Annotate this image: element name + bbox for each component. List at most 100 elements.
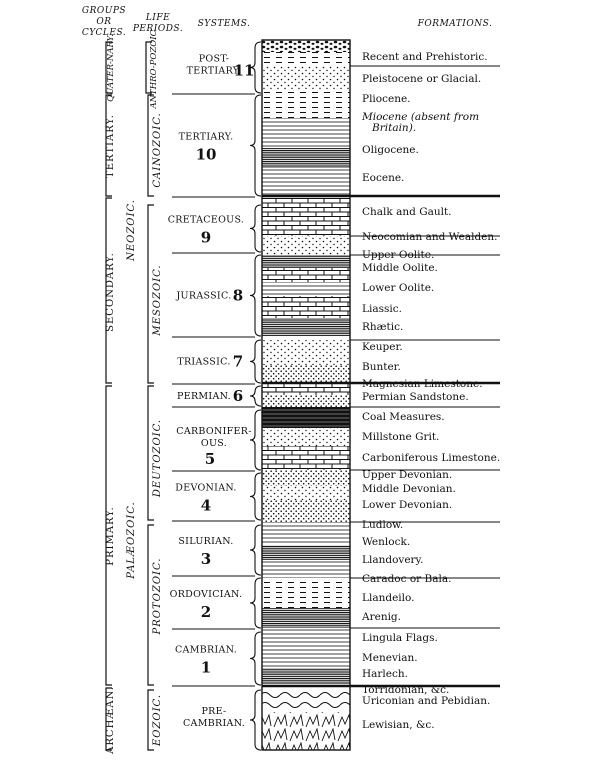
header-formations: FORMATIONS.	[417, 19, 493, 29]
formation-label: Pleistocene or Glacial.	[362, 73, 481, 85]
group-label: PRIMARY.	[105, 506, 116, 565]
header-life-periods: PERIODS.	[132, 24, 183, 34]
system-label: CAMBRIAN.	[183, 718, 245, 729]
stratum-band	[262, 545, 350, 560]
formation-label: Caradoc or Bala.	[362, 573, 451, 585]
stratum-band	[262, 560, 350, 578]
stratum-band	[262, 608, 350, 628]
system-label: CAMBRIAN.	[175, 645, 237, 656]
formation-label: Torridonian, &c.	[362, 684, 449, 696]
stratum-band	[262, 500, 350, 522]
stratum-band	[262, 383, 350, 395]
stratum-band	[262, 578, 350, 608]
formation-label: Bunter.	[362, 361, 401, 373]
system-label: TERTIARY.	[187, 66, 242, 77]
system-number: 8	[233, 287, 243, 305]
formation-label: Recent and Prehistoric.	[362, 51, 488, 63]
group-label: TERTIARY.	[105, 114, 116, 178]
stratum-band	[262, 486, 350, 500]
system-label: JURASSIC.	[175, 291, 231, 302]
stratum-band	[262, 668, 350, 684]
curly-brace	[249, 41, 262, 94]
stratum-band	[262, 268, 350, 282]
stratum-band	[262, 255, 350, 268]
stratum-band	[262, 318, 350, 336]
group-bracket	[147, 689, 154, 751]
system-label: CARBONIFER-	[176, 426, 251, 437]
system-number: 1	[201, 659, 211, 677]
system-label: TRIASSIC.	[177, 357, 230, 368]
stratum-band	[262, 340, 350, 365]
formation-label: Middle Oolite.	[362, 262, 438, 274]
system-number: 11	[234, 62, 255, 80]
formation-label: Miocene (absent from	[361, 111, 479, 123]
system-number: 9	[201, 229, 211, 247]
system-label: ORDOVICIAN.	[170, 589, 243, 600]
life-period-label: ANTHRO-POZOIC.	[149, 27, 159, 109]
formation-label: Middle Devonian.	[362, 483, 456, 495]
system-label: PRE-	[201, 706, 226, 717]
formation-label: Lower Oolite.	[362, 282, 434, 294]
life-period-label: CAINOZOIC.	[152, 112, 163, 187]
system-number: 10	[196, 146, 217, 164]
formation-label: Uriconian and Pebidian.	[362, 695, 490, 707]
formation-label: Liassic.	[362, 303, 402, 315]
curly-brace	[249, 254, 262, 337]
stratum-band	[262, 712, 350, 750]
system-label: TERTIARY.	[179, 132, 234, 143]
system-label: POST-	[199, 54, 230, 65]
group-bracket	[145, 41, 152, 94]
stratum-band	[262, 628, 350, 650]
formation-label: Menevian.	[362, 652, 418, 664]
system-label: SILURIAN.	[178, 536, 233, 547]
stratum-band	[262, 66, 350, 90]
system-label: PERMIAN.	[177, 391, 231, 402]
group-bracket	[147, 524, 154, 686]
formation-label: Chalk and Gault.	[362, 206, 452, 218]
group-bracket	[147, 204, 154, 384]
group-bracket	[105, 197, 112, 384]
stratum-band	[262, 148, 350, 168]
stratum-band	[262, 428, 350, 446]
stratum-band	[262, 365, 350, 383]
era-label: PALÆOZOIC.	[126, 501, 137, 579]
formation-label: Oligocene.	[362, 144, 419, 156]
stratum-band	[262, 168, 350, 196]
formation-label: Lower Devonian.	[362, 499, 452, 511]
system-number: 4	[201, 497, 211, 515]
stratum-band	[262, 407, 350, 428]
formation-label: Lingula Flags.	[362, 632, 438, 644]
stratum-band	[262, 395, 350, 407]
formation-label: Britain).	[371, 122, 416, 134]
life-period-label: MESOZOIC.	[152, 264, 163, 336]
system-number: 3	[201, 550, 211, 568]
curly-brace	[249, 472, 262, 521]
header-groups-cycles: CYCLES.	[82, 28, 126, 38]
stratum-band	[262, 236, 350, 255]
formation-label: Arenig.	[361, 611, 401, 623]
curly-brace	[249, 94, 262, 197]
formation-label: Carboniferous Limestone.	[362, 452, 500, 464]
formation-label: Rhætic.	[362, 321, 403, 333]
formation-label: Coal Measures.	[362, 411, 445, 423]
formation-label: Llandovery.	[362, 554, 423, 566]
group-bracket	[147, 385, 154, 521]
group-bracket	[105, 687, 112, 751]
group-bracket	[147, 94, 154, 197]
stratum-band	[262, 282, 350, 296]
life-period-label: PROTOZOIC.	[152, 558, 163, 636]
curly-brace	[249, 524, 262, 576]
stratum-band	[262, 522, 350, 545]
header-groups: GROUPS	[82, 6, 126, 16]
stratum-band	[262, 118, 350, 148]
formation-label: Upper Devonian.	[362, 469, 452, 481]
formation-label: Upper Oolite.	[362, 249, 434, 261]
header-groups-or: OR	[96, 17, 111, 27]
stratum-band	[262, 198, 350, 236]
stratum-band	[262, 446, 350, 470]
formation-label: Ludlow.	[362, 519, 403, 531]
system-number: 5	[205, 450, 215, 468]
life-period-label: DEUTOZOIC.	[152, 419, 163, 498]
stratum-band	[262, 52, 350, 66]
formation-label: Permian Sandstone.	[362, 391, 469, 403]
